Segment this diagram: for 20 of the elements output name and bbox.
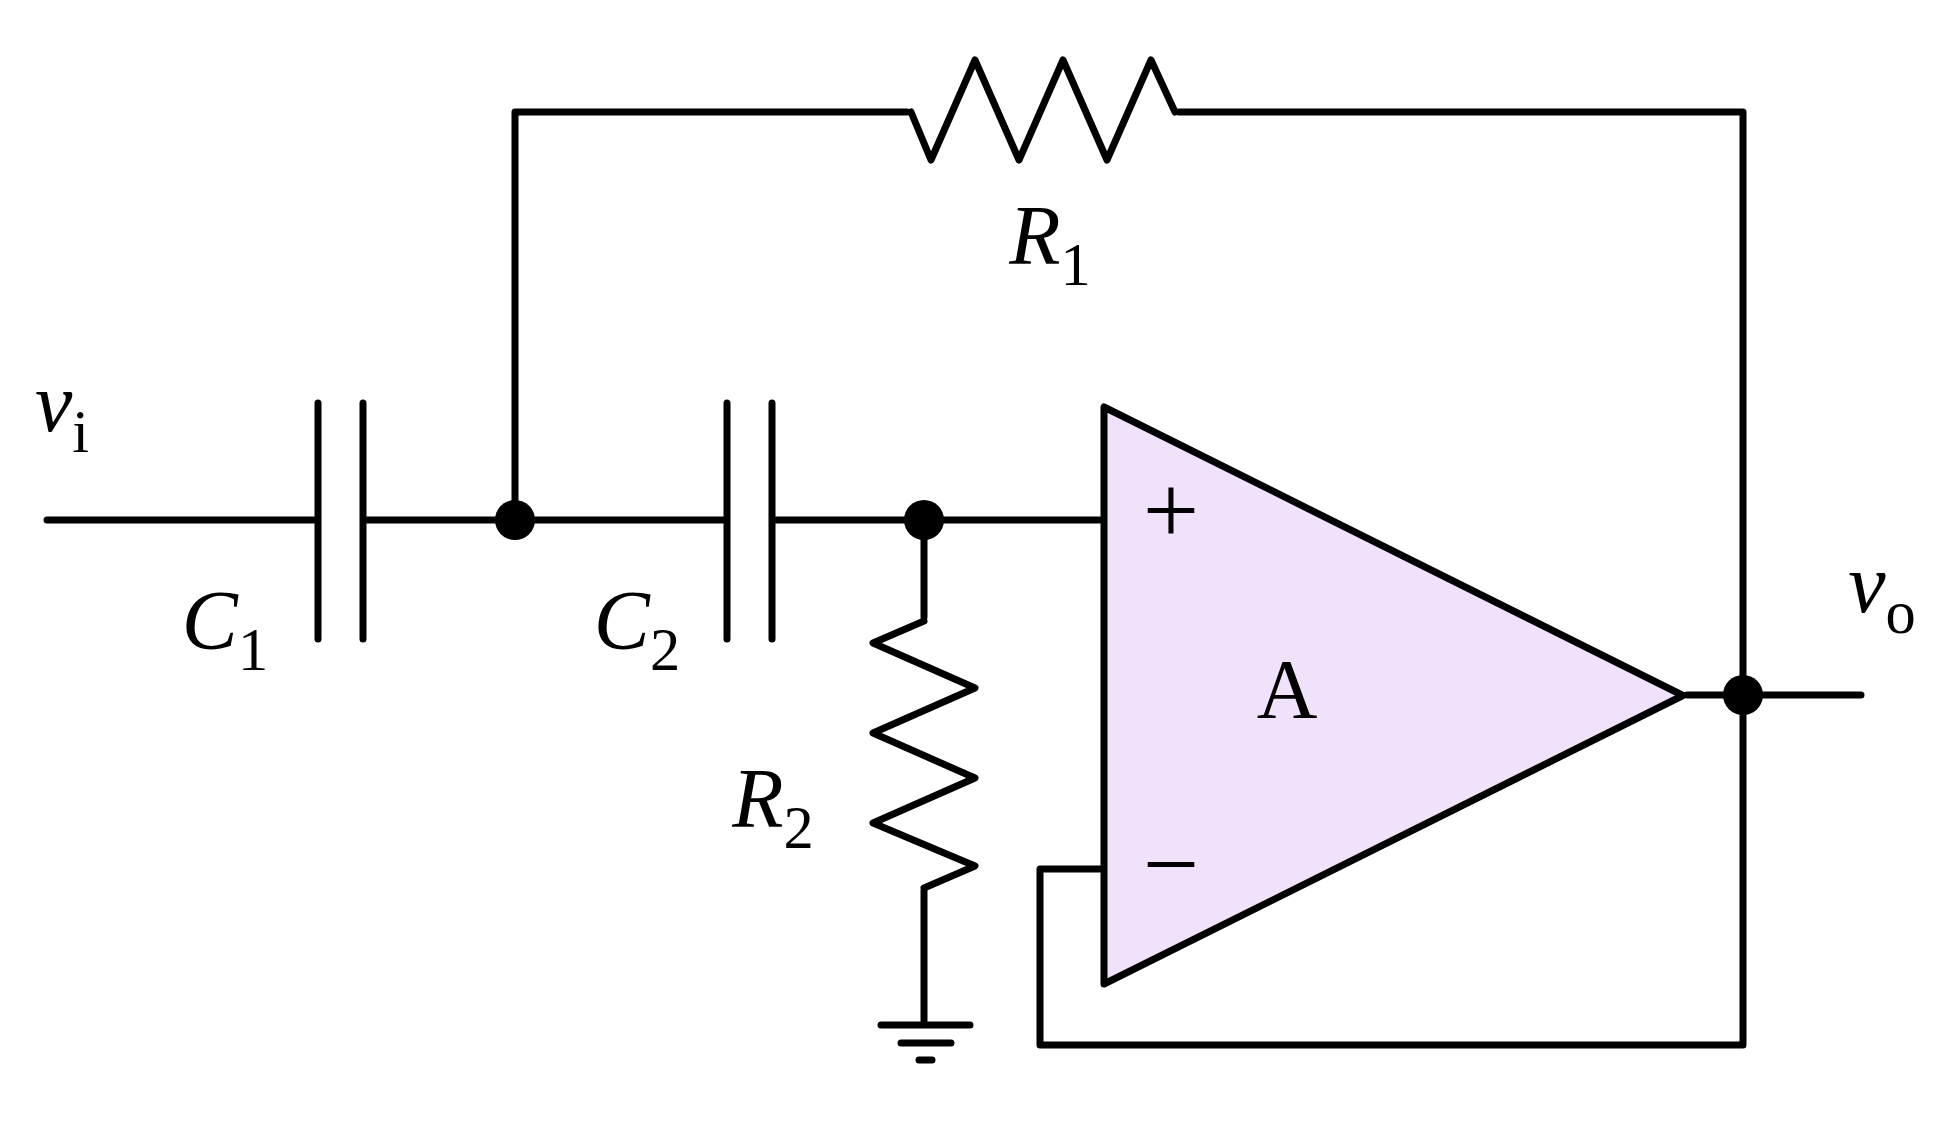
wire bbox=[43, 516, 318, 524]
gain-label: A bbox=[1256, 648, 1318, 732]
plus-sign: + bbox=[1142, 461, 1200, 561]
resistor-symbol bbox=[869, 617, 979, 892]
capacitor-symbol bbox=[723, 399, 776, 643]
ground-symbol bbox=[877, 1021, 974, 1064]
component-label: R$_{1}$ bbox=[1009, 194, 1091, 296]
junction-dot bbox=[1723, 675, 1763, 715]
junction-dot bbox=[495, 500, 535, 540]
junction-dot bbox=[904, 500, 944, 540]
component-label: C$_{2}$ bbox=[593, 579, 681, 681]
minus-sign: − bbox=[1142, 815, 1200, 915]
terminal-label: v$_{i}$ bbox=[34, 361, 90, 463]
capacitor-symbol bbox=[314, 399, 367, 643]
component-label: C$_{1}$ bbox=[181, 579, 269, 681]
resistor-symbol bbox=[907, 56, 1179, 164]
wire bbox=[920, 887, 928, 1025]
op-amp-triangle bbox=[1100, 403, 1687, 988]
component-label: R$_{2}$ bbox=[732, 757, 814, 859]
terminal-label: v$_{o}$ bbox=[1848, 542, 1916, 644]
